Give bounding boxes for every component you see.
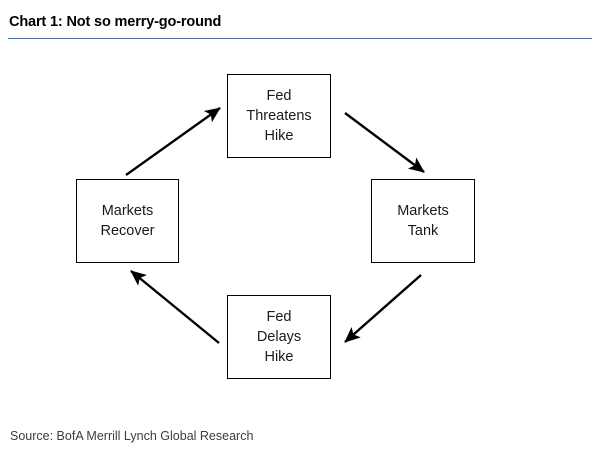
node-label: Fed Delays Hike: [256, 309, 302, 365]
node-markets-tank[interactable]: Markets Tank: [371, 179, 475, 263]
node-fed-threatens-hike[interactable]: Fed Threatens Hike: [227, 74, 331, 158]
diagram-arrow-layer: [125, 107, 425, 344]
node-fed-delays-hike[interactable]: Fed Delays Hike: [227, 295, 331, 379]
node-markets-recover[interactable]: Markets Recover: [76, 179, 179, 263]
node-label: Fed Threatens Hike: [246, 88, 312, 144]
arrow-tank-to-delays: [344, 274, 422, 343]
source-note: Source: BofA Merrill Lynch Global Resear…: [10, 429, 254, 443]
chart-header: Chart 1: Not so merry-go-round: [0, 0, 600, 42]
cycle-diagram: Fed Threatens Hike Markets Tank Fed Dela…: [0, 42, 600, 420]
node-label: Markets Recover: [100, 203, 155, 239]
node-label: Markets Tank: [397, 203, 449, 239]
arrow-delays-to-recover: [130, 270, 220, 344]
arrow-recover-to-threatens: [125, 107, 221, 176]
page-title: Chart 1: Not so merry-go-round: [9, 14, 222, 30]
arrow-threatens-to-tank: [344, 112, 425, 173]
header-divider: [8, 38, 592, 39]
